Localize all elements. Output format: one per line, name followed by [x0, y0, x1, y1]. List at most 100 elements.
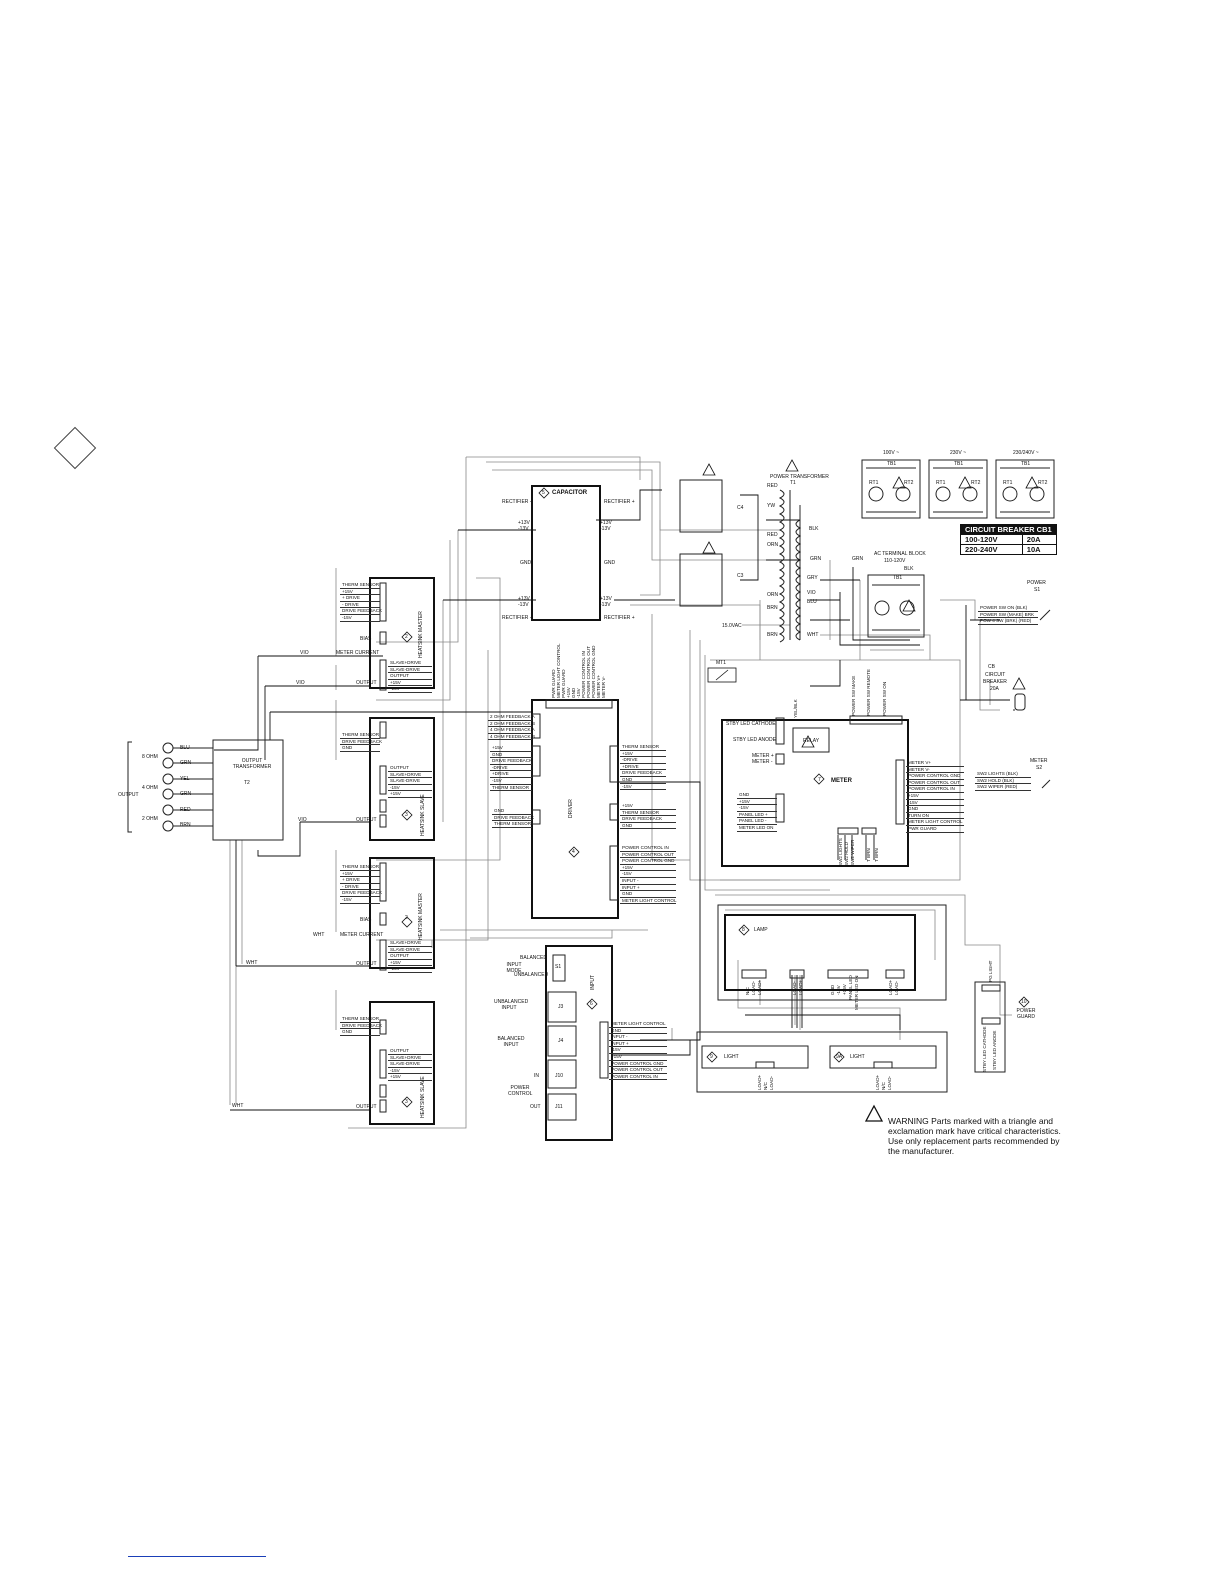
pin: METER V+ — [906, 760, 964, 767]
power-control-ref-out: J11 — [555, 1104, 563, 1110]
tap-left: BRN — [767, 632, 778, 638]
pin: DRIVE FEEDBACK — [620, 770, 666, 777]
relay-box — [792, 727, 830, 753]
pin: TURN ON — [906, 813, 964, 820]
heatsink-3-box — [369, 857, 435, 969]
light-1-pin: LOAD- — [769, 1075, 774, 1090]
rectifier-top-box — [679, 479, 723, 533]
light-1-num: 9 — [710, 1054, 713, 1060]
power-guard-pin: STBY LED ANODE — [992, 1030, 997, 1071]
lamp-pin: LOAD- — [894, 980, 899, 995]
tb-variant-100: 100V ~ — [883, 450, 899, 456]
pin: +DRIVE — [620, 764, 666, 771]
hs2-num: 3 — [405, 812, 408, 818]
meter-top-pin: POWER SW REMOTE — [866, 669, 871, 716]
hs1-num: 2 — [405, 634, 408, 640]
pin: METER LIGHT CONTROL — [620, 897, 677, 905]
output-terminal-circles — [127, 741, 213, 833]
lamp-pin: GND — [830, 984, 835, 995]
lamp-num: 8 — [742, 927, 745, 933]
driver-right-low-pins: POWER CONTROL IN POWER CONTROL OUT POWER… — [620, 845, 677, 905]
cb-part-line: BREAKER — [983, 679, 1007, 685]
pin: -15V — [388, 1068, 432, 1075]
pin: +DRIVE — [490, 771, 532, 778]
pin: +15V — [620, 751, 666, 758]
pin: 4 OHM FEEDBACK B — [488, 733, 535, 741]
power-transformer-label: POWER TRANSFORMER — [770, 474, 829, 480]
balanced-input-ref: J4 — [558, 1038, 564, 1044]
pin: - DRIVE — [340, 884, 380, 891]
pin: GND — [906, 806, 964, 813]
unbalanced-input-ref: J3 — [558, 1004, 564, 1010]
output-transformer-label: OUTPUT TRANSFORMER — [232, 758, 272, 770]
light-outer — [696, 1031, 948, 1093]
pin: POWER SW (MAKE) BRK — [978, 612, 1038, 619]
meter-switch-label: METER — [1030, 758, 1048, 764]
hs3-wire2: WHT — [246, 960, 258, 966]
rectifier-bottom-box — [679, 553, 723, 607]
pin: THERM SENSOR — [490, 785, 532, 792]
power-transformer-ref: T1 — [790, 480, 796, 486]
ac-terminal-tb: TB1 — [893, 575, 903, 581]
tap-left: RED — [767, 483, 778, 489]
rectifier-label: RECTIFIER - — [502, 499, 532, 505]
driver-box — [531, 699, 619, 919]
cb-table-title: CIRCUIT BREAKER CB1 — [960, 524, 1057, 535]
power-guard-num: 10 — [1021, 999, 1027, 1005]
pin: OUTPUT — [388, 673, 432, 680]
ac-terminal-range: 110-120V — [884, 558, 906, 564]
mt1-box — [707, 667, 737, 683]
connector-strips — [379, 582, 1001, 1113]
pin: METER V- — [601, 676, 606, 698]
cb-voltage: 220-240V — [960, 544, 1023, 555]
pin: SW2 HOLD (BLK) — [975, 778, 1031, 785]
ohm-8: 8 OHM — [142, 754, 158, 760]
input-jack-shapes — [547, 954, 577, 1121]
ohm-4: 4 OHM — [142, 785, 158, 791]
hs3-name: HEATSINK MASTER — [418, 893, 424, 940]
lamp-pin: -15V — [836, 985, 841, 995]
input-label: INPUT — [590, 975, 596, 990]
pin: SLAVE-DRIVE — [388, 778, 432, 785]
pin: POWER CONTROL IN — [609, 1074, 667, 1081]
meter-bottom-pin: SW2 HOLD — [844, 842, 849, 866]
tb-label: TB1 — [887, 461, 897, 467]
light-1-label: LIGHT — [724, 1054, 739, 1060]
light-2-num: 9A — [836, 1054, 843, 1060]
pin: +15V — [340, 871, 380, 878]
hs4-slave-pins: OUTPUT SLAVE+DRIVE SLAVE-DRIVE -15V +15V — [388, 1048, 432, 1081]
pin: +15V — [609, 1054, 667, 1061]
tb-100-box — [861, 459, 921, 519]
cb-part-line: CIRCUIT — [985, 672, 1006, 678]
pin: GND — [620, 777, 666, 784]
capacitor-label: CAPACITOR — [552, 490, 588, 496]
lamp-pin: LOAD+ — [798, 979, 803, 995]
pin: 2 OHM FEEDBACK A — [488, 714, 535, 721]
cap-gnd: GND — [604, 560, 616, 566]
heatsink-1-box — [369, 577, 435, 689]
pin: +15V — [388, 960, 432, 967]
tb-variant-240: 230/240V ~ — [1013, 450, 1039, 456]
lamp-pin: N/C — [745, 987, 750, 995]
power-guard-pin: PG LIGHT — [988, 960, 993, 982]
hs3-num: 2 — [405, 915, 408, 921]
relay-label: RELAY — [803, 738, 820, 744]
hs3-slave-pins: SLAVE+DRIVE SLAVE-DRIVE OUTPUT +15V -15V — [388, 940, 432, 973]
warning-note: WARNING Parts marked with a triangle and… — [888, 1116, 1061, 1156]
pin: THERM SENSOR — [340, 1016, 380, 1023]
meter-bottom-pin: SW2 WIPER — [850, 839, 855, 866]
hs1-wire: VIO — [300, 650, 309, 656]
pin: SLAVE-DRIVE — [388, 947, 432, 954]
pin: POWER CONTROL IN — [620, 845, 676, 852]
tb-label: TB1 — [1021, 461, 1031, 467]
power-control-out: OUT — [530, 1104, 541, 1110]
pin: GND — [490, 752, 532, 759]
cap-volt: -13V — [600, 526, 611, 532]
light-2-box — [829, 1045, 937, 1069]
cb-part-line: 20A — [990, 686, 999, 692]
out-wire: YEL — [180, 776, 190, 782]
pin: POWER CONTROL OUT — [906, 780, 964, 787]
light-1-box — [701, 1045, 809, 1069]
cap-volt: +13V — [600, 596, 612, 602]
